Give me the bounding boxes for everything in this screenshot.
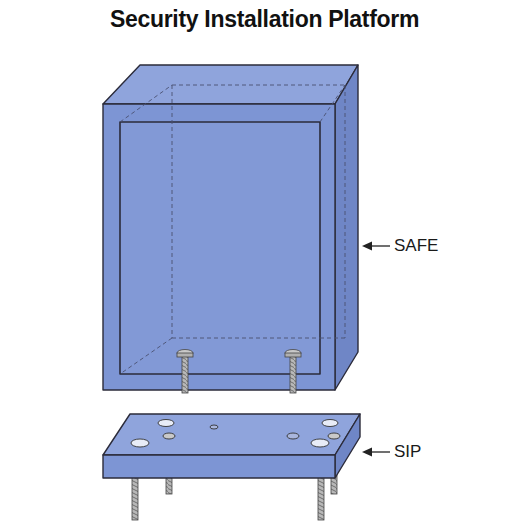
diagram-title: Security Installation Platform: [110, 6, 419, 33]
hidden-edges: [120, 85, 345, 374]
safe-body: [103, 65, 358, 390]
safe-bolts: [177, 350, 301, 394]
sip-holes: [131, 420, 340, 448]
part-label: SAFE: [394, 236, 438, 256]
sip-plate: [103, 414, 360, 478]
part-label: SIP: [394, 442, 421, 462]
leader-arrows: [362, 242, 390, 457]
